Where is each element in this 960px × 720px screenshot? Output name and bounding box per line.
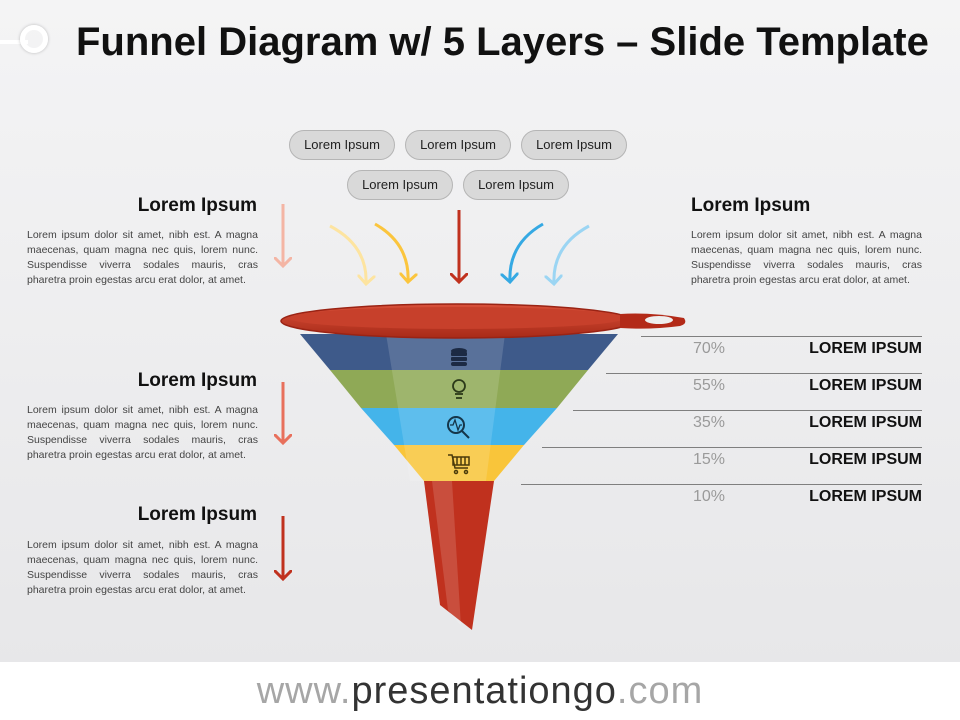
funnel-layer-2 xyxy=(330,370,588,408)
top-pill-1: Lorem Ipsum xyxy=(289,130,395,160)
slide-title: Funnel Diagram w/ 5 Layers – Slide Templ… xyxy=(76,20,929,64)
layer-5-rule xyxy=(521,484,922,485)
top-pill-2: Lorem Ipsum xyxy=(405,130,511,160)
left-block-1-body: Lorem ipsum dolor sit amet, nibh est. A … xyxy=(27,229,258,286)
layer-2-rule xyxy=(606,373,922,374)
left-block-3-heading: Lorem Ipsum xyxy=(137,504,257,525)
shopping-cart-icon xyxy=(448,454,470,475)
left-block-3-body: Lorem ipsum dolor sit amet, nibh est. A … xyxy=(27,539,258,596)
inflow-arrow-2 xyxy=(374,222,408,282)
database-icon xyxy=(451,348,467,366)
layer-1-rule xyxy=(641,336,922,337)
title-pin-line xyxy=(0,40,28,44)
funnel-layer-4 xyxy=(394,445,524,481)
layer-4-rule xyxy=(542,447,922,448)
title-pin-ring xyxy=(20,25,48,53)
lightbulb-icon xyxy=(452,379,466,399)
funnel-glare xyxy=(386,334,505,626)
layer-3-rule xyxy=(573,410,922,411)
layer-1-percent: 70% xyxy=(692,340,726,357)
search-analytics-icon xyxy=(447,416,470,439)
layer-4-percent: 15% xyxy=(692,451,726,468)
footer-url-brand: presentationgo xyxy=(351,670,617,712)
funnel-hang-hole xyxy=(645,316,673,324)
footer-url-suffix: .com xyxy=(616,670,704,712)
layer-4-label: LOREM IPSUM xyxy=(809,451,922,468)
right-block-heading: Lorem Ipsum xyxy=(691,195,811,216)
left-block-2-heading: Lorem Ipsum xyxy=(137,370,257,391)
layer-2-label: LOREM IPSUM xyxy=(809,377,922,394)
left-block-2-body: Lorem ipsum dolor sit amet, nibh est. A … xyxy=(27,404,258,461)
layer-1-label: LOREM IPSUM xyxy=(809,340,922,357)
top-pill-4: Lorem Ipsum xyxy=(347,170,453,200)
footer-url-prefix: www. xyxy=(256,670,352,712)
layer-5-label: LOREM IPSUM xyxy=(809,488,922,505)
inflow-arrow-1 xyxy=(329,224,366,284)
inflow-arrow-5 xyxy=(554,224,590,284)
layer-3-label: LOREM IPSUM xyxy=(809,414,922,431)
funnel-rim-inner xyxy=(289,307,625,329)
right-block-body: Lorem ipsum dolor sit amet, nibh est. A … xyxy=(691,229,922,286)
layer-3-percent: 35% xyxy=(692,414,726,431)
layer-5-percent: 10% xyxy=(692,488,726,505)
top-pill-3: Lorem Ipsum xyxy=(521,130,627,160)
funnel-spout xyxy=(424,481,494,630)
footer-url[interactable]: www.presentationgo.com xyxy=(0,670,960,713)
inflow-arrow-4 xyxy=(510,222,544,282)
layer-2-percent: 55% xyxy=(692,377,726,394)
top-pill-5: Lorem Ipsum xyxy=(463,170,569,200)
footer-bar: www.presentationgo.com xyxy=(0,662,960,720)
left-block-1-heading: Lorem Ipsum xyxy=(137,195,257,216)
